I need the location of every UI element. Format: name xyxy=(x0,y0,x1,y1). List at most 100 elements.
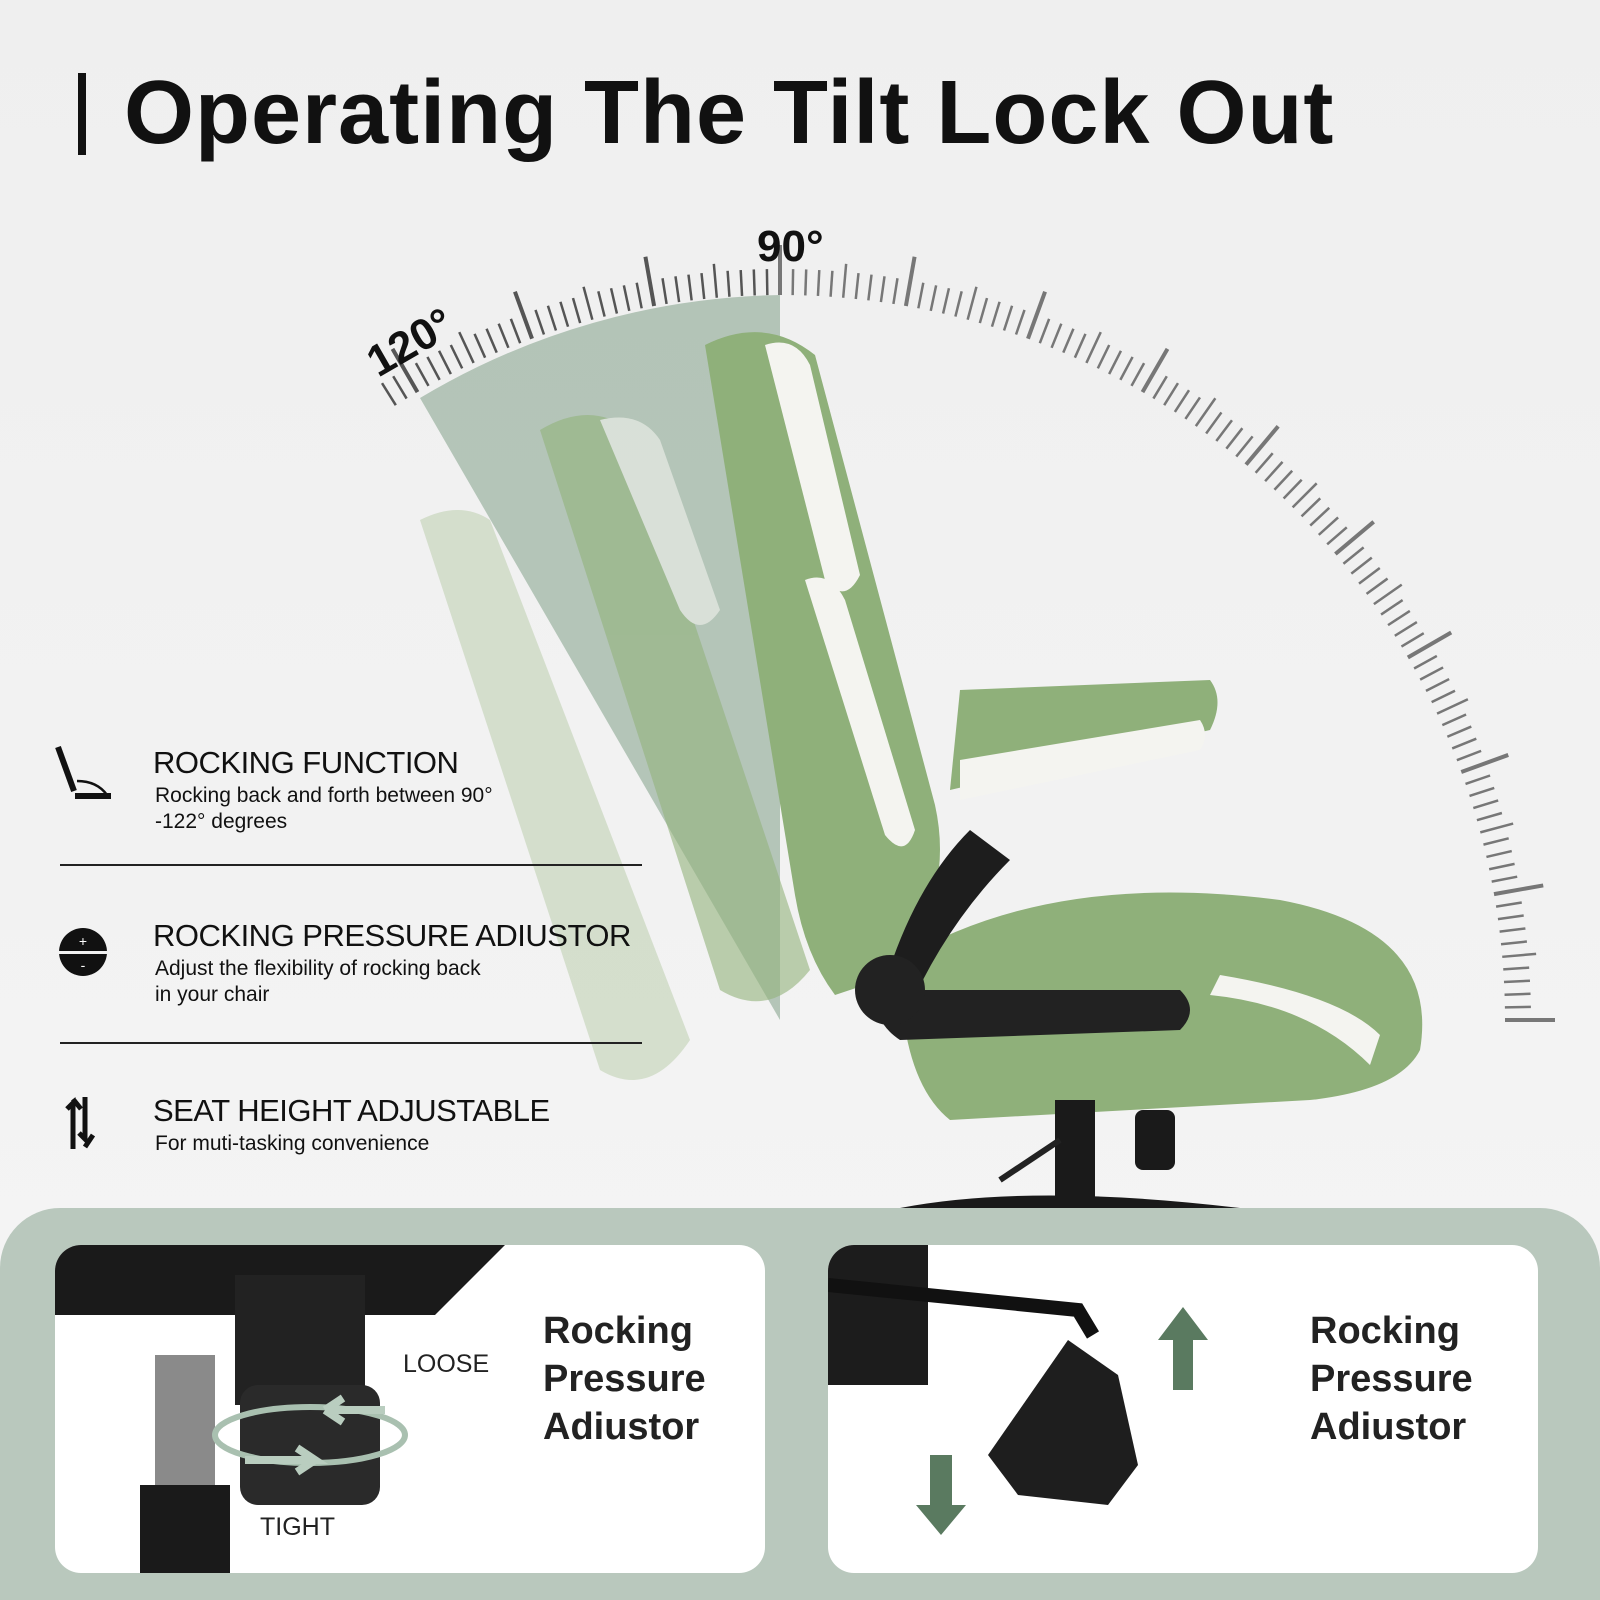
scale-tick xyxy=(829,270,834,297)
scale-tick xyxy=(941,287,951,314)
scale-tick xyxy=(426,356,441,381)
feature-title: ROCKING FUNCTION xyxy=(153,745,459,780)
scale-tick xyxy=(1350,556,1373,575)
scale-tick xyxy=(1425,677,1450,692)
scale-tick xyxy=(546,305,558,331)
scale-tick xyxy=(1152,375,1168,400)
scale-tick xyxy=(978,297,989,324)
card-label: Rocking Pressure Adiustor xyxy=(543,1310,706,1448)
scale-tick xyxy=(1085,331,1102,364)
scale-tick xyxy=(1472,799,1499,810)
lever-image xyxy=(828,1245,1208,1535)
scale-tick xyxy=(892,278,899,305)
scale-tick xyxy=(1184,396,1201,420)
scale-tick xyxy=(1499,927,1526,933)
scale-ticks xyxy=(380,245,1555,1022)
scale-tick xyxy=(559,301,570,328)
scale-tick xyxy=(1460,753,1509,774)
scale-tick xyxy=(571,297,582,324)
scale-tick xyxy=(414,362,430,387)
scale-tick xyxy=(1334,520,1375,556)
scale-tick xyxy=(700,272,706,300)
scale-tick xyxy=(1446,725,1472,738)
tight-label: TIGHT xyxy=(260,1513,335,1541)
scale-tick xyxy=(1282,478,1303,500)
scale-tick xyxy=(1373,583,1403,606)
scale-tick xyxy=(392,375,408,400)
card-label: Rocking Pressure Adiustor xyxy=(1310,1310,1473,1448)
scale-tick xyxy=(1503,979,1531,984)
scale-tick xyxy=(1342,546,1365,565)
scale-tick xyxy=(1486,849,1513,859)
angle-90-label: 90° xyxy=(757,222,824,271)
scale-tick xyxy=(739,269,744,297)
scale-tick xyxy=(449,344,464,369)
scale-tick xyxy=(1073,333,1087,359)
scale-tick xyxy=(390,347,420,394)
feature-title: ROCKING PRESSURE ADIUSTOR xyxy=(153,918,631,953)
scale-tick xyxy=(1326,526,1348,546)
scale-tick xyxy=(1431,689,1456,704)
scale-tick xyxy=(1483,837,1509,846)
divider xyxy=(60,864,642,866)
scale-tick xyxy=(534,309,546,335)
scale-tick xyxy=(726,270,731,297)
scale-tick xyxy=(437,350,452,375)
scale-tick xyxy=(1436,698,1469,715)
scale-tick xyxy=(1406,630,1453,660)
scale-tick xyxy=(954,291,963,317)
scale-tick xyxy=(1497,914,1524,921)
detail-card-knob: LOOSE TIGHT Rocking Pressure Adiustor xyxy=(55,1245,765,1573)
scale-tick xyxy=(903,256,917,307)
scale-tick xyxy=(1291,482,1318,509)
scale-tick xyxy=(867,274,873,301)
scale-tick xyxy=(966,286,978,321)
scale-tick xyxy=(1413,654,1438,670)
scale-tick xyxy=(879,276,886,303)
scale-tick xyxy=(1365,577,1389,595)
scale-tick xyxy=(1493,883,1544,897)
scale-tick xyxy=(1488,862,1515,871)
chair-image-mid xyxy=(540,415,810,1002)
scale-tick xyxy=(1002,305,1014,331)
scale-tick xyxy=(929,285,938,312)
scale-tick xyxy=(1504,992,1531,996)
plus-minus-knob-icon: +- xyxy=(57,928,109,976)
scale-tick xyxy=(582,286,594,321)
scale-tick xyxy=(1503,966,1530,971)
feature-desc: For muti-tasking convenience xyxy=(155,1132,430,1155)
recline-seat-icon xyxy=(55,745,111,799)
feature-title: SEAT HEIGHT ADJUSTABLE xyxy=(153,1093,550,1128)
scale-tick xyxy=(804,269,808,296)
detail-card-lever: Rocking Pressure Adiustor xyxy=(828,1245,1538,1573)
scale-tick xyxy=(1380,599,1404,616)
scale-tick xyxy=(1400,632,1425,648)
scale-tick xyxy=(609,287,619,314)
scale-tick xyxy=(1419,666,1444,681)
svg-text:+: + xyxy=(79,933,87,949)
scale-tick xyxy=(1119,356,1134,381)
scale-tick xyxy=(1273,469,1294,491)
scale-tick xyxy=(1173,389,1191,413)
scale-tick xyxy=(380,382,397,406)
scale-tick xyxy=(1163,382,1180,406)
scale-tick xyxy=(1108,350,1123,375)
scale-tick xyxy=(1476,811,1503,822)
scale-tick xyxy=(622,285,631,312)
scale-tick xyxy=(1096,344,1111,369)
scale-tick xyxy=(635,282,643,309)
scale-tick xyxy=(1358,567,1381,585)
scale-tick xyxy=(643,256,657,307)
scale-tick xyxy=(1309,506,1331,527)
scale-tick xyxy=(674,276,681,303)
feature-desc: Adjust the flexibility of rocking back i… xyxy=(155,957,481,1006)
scale-tick xyxy=(1479,822,1514,834)
scale-tick xyxy=(1014,309,1026,335)
scale-tick xyxy=(1300,497,1322,518)
scale-tick xyxy=(1387,609,1411,627)
scale-tick xyxy=(1500,940,1528,946)
scale-tick xyxy=(1215,419,1233,442)
scale-tick xyxy=(1441,713,1467,727)
scale-tick xyxy=(1026,291,1047,340)
scale-tick xyxy=(1050,323,1063,349)
